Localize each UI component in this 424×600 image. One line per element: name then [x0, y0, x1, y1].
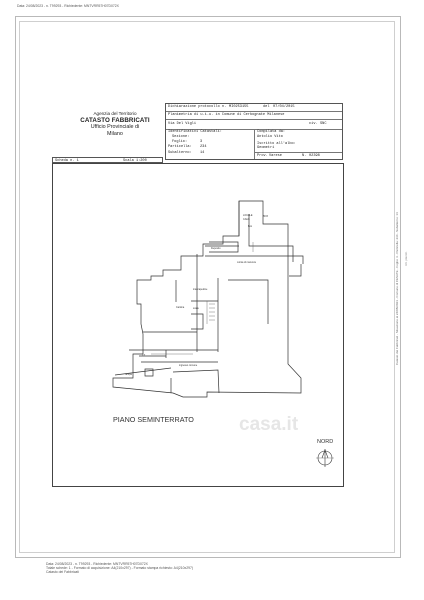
num-label: N.: [302, 153, 307, 158]
iscritto-label: Iscritto all'albo:: [257, 142, 296, 146]
header-divider: [254, 129, 255, 159]
date-value: 07/04/2015: [273, 105, 295, 109]
prov-label: Prov.: [257, 153, 268, 158]
prov-value: Varese: [269, 153, 282, 158]
room-label-caldaia: LOCALE: [243, 214, 253, 217]
office-city: Milano: [107, 130, 123, 137]
room-label-deposito: Deposito: [211, 247, 221, 250]
scala-label: Scala 1:200: [123, 158, 147, 163]
room-label-box-2: Box: [248, 225, 253, 228]
sheet-frame: [15, 16, 401, 558]
bottom-note-1: Data: 24/08/2023 - n. T99293 - Richieden…: [46, 562, 148, 566]
date-label: del: [263, 105, 270, 109]
room-label-intercapedine: intercapedine: [193, 288, 208, 291]
top-stamp: Data: 24/08/2023 - n. T99293 - Richieden…: [17, 4, 119, 8]
header-row-protocol: Dichiarazione protocollo n. MI0253155 de…: [166, 104, 342, 112]
bottom-note-2: Totale schede: 1 - Formato di acquisizio…: [46, 566, 194, 570]
catasto-title: CATASTO FABBRICATI: [80, 117, 150, 124]
particella-value: 234: [200, 145, 207, 149]
right-margin-text: Catasto dei Fabbricati - Situazione al 2…: [395, 212, 399, 365]
subalterno-value: 14: [200, 150, 205, 155]
foglio-value: 3: [200, 140, 203, 144]
room-label-box: BOX: [263, 215, 268, 218]
bottom-notes: Data: 24/08/2023 - n. T99293 - Richieden…: [46, 562, 193, 574]
header-table: Dichiarazione protocollo n. MI0253155 de…: [165, 103, 343, 160]
room-label-cantina: Cantina: [176, 306, 185, 309]
plan-detail-lines: [151, 242, 254, 355]
property-line: Planimetria di u.i.u. in Comune di Cerbo…: [168, 112, 285, 117]
right-margin-mark: Ult. planim.: [404, 250, 408, 266]
foglio-label: Foglio:: [172, 140, 188, 144]
iscritto-value: Geometri: [257, 146, 275, 150]
civico-value: SNC: [320, 122, 327, 126]
room-label-caldaia-2: CALD.: [243, 218, 250, 221]
floor-label: PIANO SEMINTERRATO: [113, 415, 194, 424]
watermark: casa.it: [239, 414, 299, 435]
room-label-scala: scala: [193, 307, 199, 310]
header-row-property: Planimetria di u.i.u. in Comune di Cerbo…: [166, 111, 342, 120]
north-label: NORD: [317, 439, 333, 445]
protocol-label: Dichiarazione protocollo n.: [168, 105, 227, 109]
ident-label: Identificativi Catastali:: [168, 130, 222, 134]
room-label-ingresso: ingresso comune: [179, 364, 198, 367]
civico-label: civ.: [309, 122, 318, 126]
room-label-rampa: rampa: [125, 373, 132, 376]
address-line: Via Del Vigli: [168, 122, 197, 126]
room-label-corsia: corsia di manovra: [237, 261, 257, 264]
scheda-bar: Scheda n. 1 Scala 1:200: [52, 157, 163, 163]
office-line: Ufficio Provinciale di: [90, 124, 140, 130]
agency-block: Agenzia del Territorio CATASTO FABBRICAT…: [70, 111, 160, 137]
scheda-label: Scheda n. 1: [55, 158, 79, 163]
sezione-label: Sezione:: [172, 135, 190, 139]
floor-plan-frame: LOCALE CALD. BOX Box Deposito corsia di …: [52, 163, 344, 487]
bottom-note-3: Catasto dei Fabbricati: [46, 570, 79, 574]
prov-divider: [254, 152, 342, 153]
particella-label: Particella:: [168, 145, 192, 149]
compilata-label: Compilata da:: [257, 130, 286, 134]
floor-plan-svg: LOCALE CALD. BOX Box Deposito corsia di …: [112, 200, 334, 467]
room-labels: LOCALE CALD. BOX Box Deposito corsia di …: [125, 214, 268, 376]
subalterno-label: Subalterno:: [168, 150, 192, 155]
room-label-ct: CT: [142, 354, 146, 357]
inner-frame: [19, 21, 395, 553]
compilata-name: Antolio Vito: [257, 135, 283, 139]
num-value: 02398: [309, 153, 320, 158]
agency-name: Agenzia del Territorio: [93, 111, 137, 116]
north-arrow-icon: [316, 449, 334, 467]
protocol-value: MI0253155: [229, 105, 249, 109]
plan-outline: [112, 200, 304, 398]
